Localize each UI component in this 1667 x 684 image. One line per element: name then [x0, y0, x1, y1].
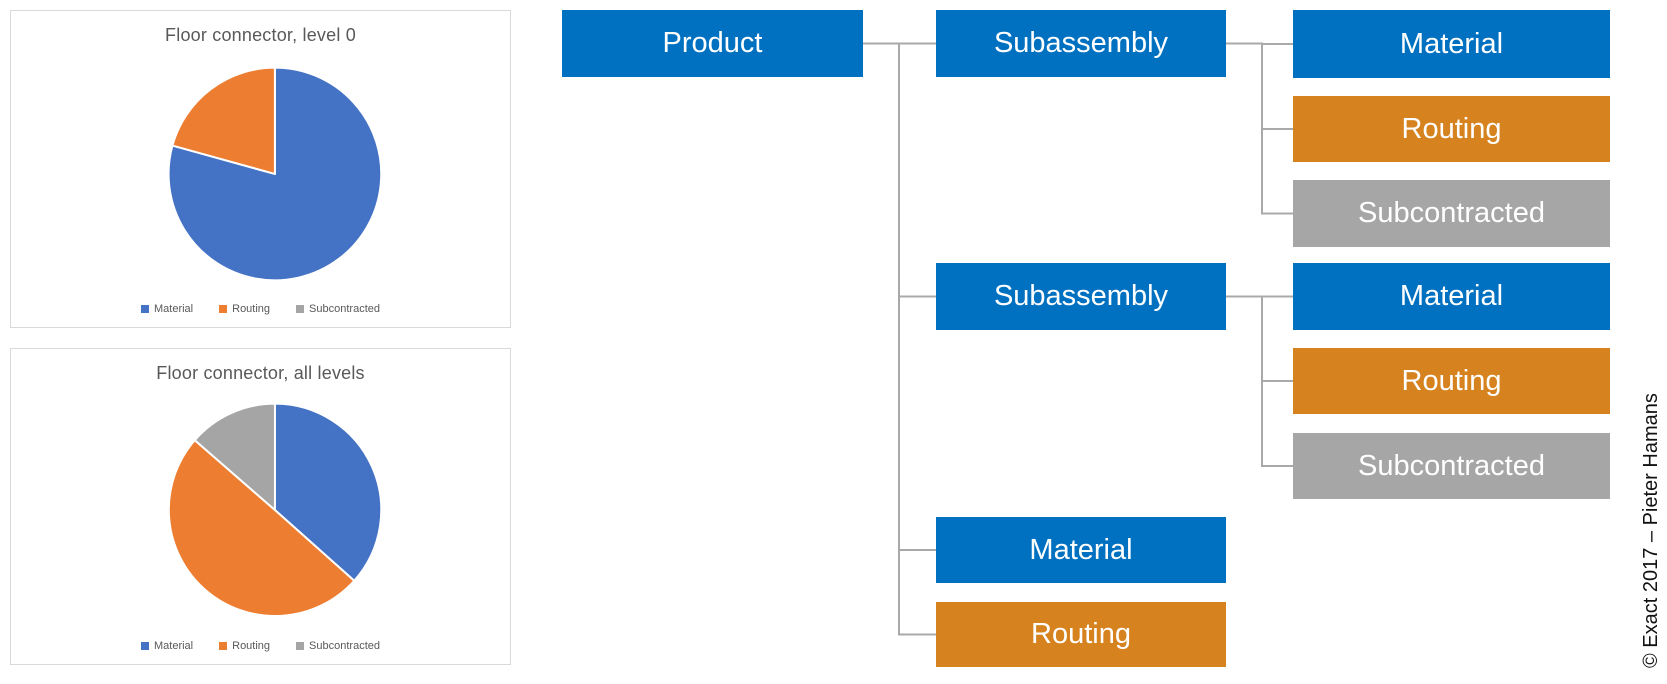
chart-legend-all-levels: Material Routing Subcontracted: [11, 640, 510, 652]
legend-swatch-routing: [219, 305, 228, 313]
legend-label-routing: Routing: [232, 303, 271, 315]
legend-swatch-routing: [219, 642, 228, 650]
pie-all-levels: [167, 402, 383, 617]
connector-sub1-subc1: [1226, 42, 1293, 215]
chart-title-level0: Floor connector, level 0: [165, 25, 356, 45]
diagram-node-rout2: Routing: [1293, 348, 1610, 414]
legend-label-routing: Routing: [232, 640, 271, 652]
connector-sub2-rout2: [1226, 295, 1293, 382]
pie-slice-material: [273, 402, 383, 582]
diagram-node-subc2: Subcontracted: [1293, 433, 1610, 499]
legend-label-subcontracted: Subcontracted: [309, 640, 380, 652]
diagram-node-mat3: Material: [936, 517, 1226, 583]
legend-item-subcontracted: Subcontracted: [296, 640, 380, 652]
pie-slice-routing: [171, 66, 276, 175]
connector-sub1-rout1: [1226, 42, 1293, 130]
legend-label-subcontracted: Subcontracted: [309, 303, 380, 315]
legend-item-routing: Routing: [219, 640, 270, 652]
legend-item-routing: Routing: [219, 303, 270, 315]
diagram-node-sub1: Subassembly: [936, 10, 1226, 77]
diagram-node-sub2: Subassembly: [936, 263, 1226, 330]
pie-chart-panel-level0: Floor connector, level 0 Material Routin…: [10, 10, 511, 328]
pie-slice-subcontracted: [193, 402, 276, 511]
legend-label-material: Material: [154, 640, 194, 652]
legend-swatch-subcontracted: [296, 305, 305, 313]
legend-item-material: Material: [141, 640, 193, 652]
diagram-node-rout3: Routing: [936, 602, 1226, 667]
diagram-node-mat2: Material: [1293, 263, 1610, 330]
diagram-node-mat1: Material: [1293, 10, 1610, 78]
legend-swatch-subcontracted: [296, 642, 305, 650]
chart-title-all-levels: Floor connector, all levels: [156, 363, 365, 383]
legend-item-subcontracted: Subcontracted: [296, 303, 380, 315]
copyright-watermark: © Exact 2017 – Pieter Hamans: [1640, 393, 1662, 668]
pie-slice-routing: [167, 439, 356, 617]
legend-swatch-material: [141, 305, 149, 313]
pie-chart-panel-all-levels: Floor connector, all levels Material Rou…: [10, 348, 511, 665]
legend-swatch-material: [141, 642, 149, 650]
chart-legend-level0: Material Routing Subcontracted: [11, 303, 510, 315]
connector-sub2-subc2: [1226, 295, 1293, 467]
diagram-node-subc1: Subcontracted: [1293, 180, 1610, 247]
legend-item-material: Material: [141, 303, 193, 315]
pie-level0: [167, 66, 383, 282]
legend-label-material: Material: [154, 303, 194, 315]
diagram-node-product: Product: [562, 10, 863, 77]
diagram-node-rout1: Routing: [1293, 96, 1610, 162]
connector-product-rout3: [863, 42, 936, 636]
